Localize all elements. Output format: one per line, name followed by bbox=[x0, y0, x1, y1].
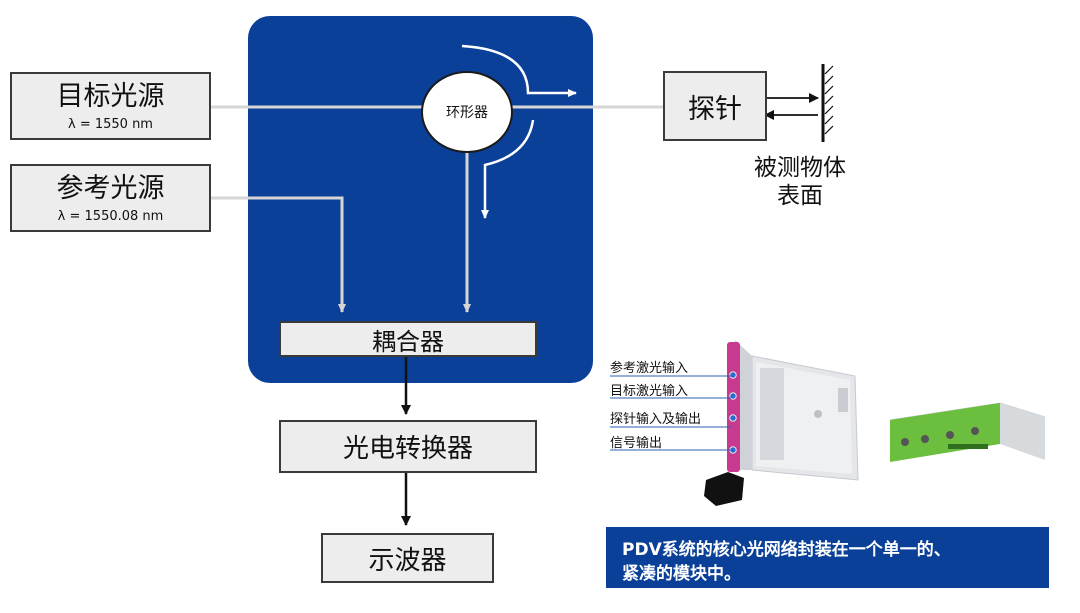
reference-source-wavelength: λ = 1550.08 nm bbox=[57, 209, 164, 224]
target-light-source-box: 目标光源 λ = 1550 nm bbox=[10, 72, 211, 140]
oscilloscope-label: 示波器 bbox=[368, 545, 447, 576]
caption-line2: 紧凑的模块中。 bbox=[622, 564, 741, 584]
target-source-title: 目标光源 bbox=[56, 81, 165, 112]
pxi-module-illustration bbox=[704, 340, 859, 506]
port-label-lines bbox=[610, 375, 731, 451]
probe-box: 探针 bbox=[663, 71, 767, 141]
surface-hatching bbox=[824, 65, 834, 135]
circulator-arrow-return bbox=[481, 119, 535, 219]
circulator-label: 环形器 bbox=[446, 105, 488, 121]
coupler-box: 耦合器 bbox=[279, 321, 537, 357]
target-surface-line1: 被测物体 bbox=[754, 155, 846, 181]
port-label-probe-io: 探针输入及输出 bbox=[610, 412, 702, 427]
reference-light-source-box: 参考光源 λ = 1550.08 nm bbox=[10, 164, 211, 232]
circulator-arrow-out bbox=[461, 44, 577, 97]
caption-band: PDV系统的核心光网络封装在一个单一的、 紧凑的模块中。 bbox=[606, 527, 1049, 588]
port-label-signal-output: 信号输出 bbox=[610, 436, 663, 451]
probe-label: 探针 bbox=[688, 93, 742, 125]
caption-line1: PDV系统的核心光网络封装在一个单一的、 bbox=[622, 540, 951, 560]
oscilloscope-box: 示波器 bbox=[321, 533, 494, 583]
target-surface-line2: 表面 bbox=[777, 183, 823, 209]
reference-fiber-line bbox=[210, 196, 346, 313]
port-label-reference-input: 参考激光输入 bbox=[610, 361, 689, 376]
reference-source-title: 参考光源 bbox=[56, 173, 165, 204]
port-label-target-input: 目标激光输入 bbox=[610, 384, 689, 399]
target-source-wavelength: λ = 1550 nm bbox=[68, 117, 153, 132]
coupler-label: 耦合器 bbox=[372, 327, 444, 356]
photodetector-box: 光电转换器 bbox=[279, 420, 537, 473]
circulator: 环形器 bbox=[421, 71, 513, 153]
box-instrument-illustration bbox=[889, 402, 1046, 462]
target-surface-label: 被测物体 表面 bbox=[735, 154, 865, 210]
photodetector-label: 光电转换器 bbox=[342, 434, 473, 464]
